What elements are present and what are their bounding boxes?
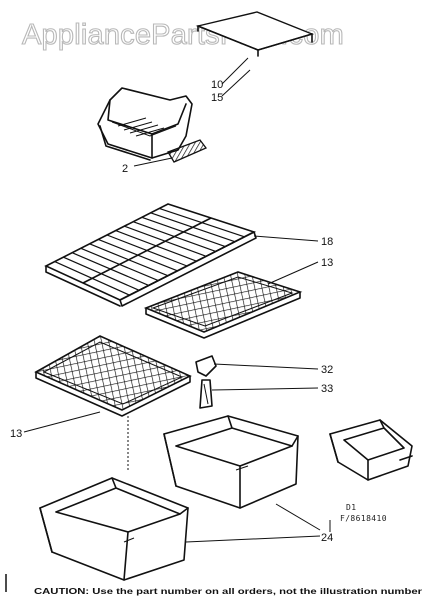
callout-32: 32: [321, 364, 333, 376]
callout-15: 15: [211, 92, 223, 104]
callout-13-left: 13: [10, 428, 22, 440]
callout-33: 33: [321, 383, 333, 395]
crisper-drawer-lower: [39, 477, 189, 581]
wire-shelf-crossbar: [82, 217, 212, 284]
leader-lines: [23, 57, 331, 543]
glass-shelf-right: [143, 271, 303, 339]
drawing-code-line1: D1: [346, 503, 356, 512]
callout-2: 2: [122, 163, 128, 175]
bin-clip-part: [167, 139, 208, 163]
callout-13-right: 13: [321, 257, 333, 269]
glass-shelf-left: [34, 335, 192, 470]
callout-24: 24: [321, 532, 333, 544]
door-bin: [97, 87, 193, 161]
drawing-code-line2: F/8618410: [340, 514, 387, 523]
crisper-drawer-middle: [163, 415, 299, 509]
crisper-drawer-small: [329, 419, 413, 481]
callout-10: 10: [211, 79, 223, 91]
caution-note: CAUTION: Use the part number on all orde…: [34, 586, 423, 596]
callout-18: 18: [321, 236, 333, 248]
top-shelf: [195, 11, 315, 57]
wire-shelf: [44, 203, 257, 307]
control-knob-assembly: [195, 355, 217, 409]
